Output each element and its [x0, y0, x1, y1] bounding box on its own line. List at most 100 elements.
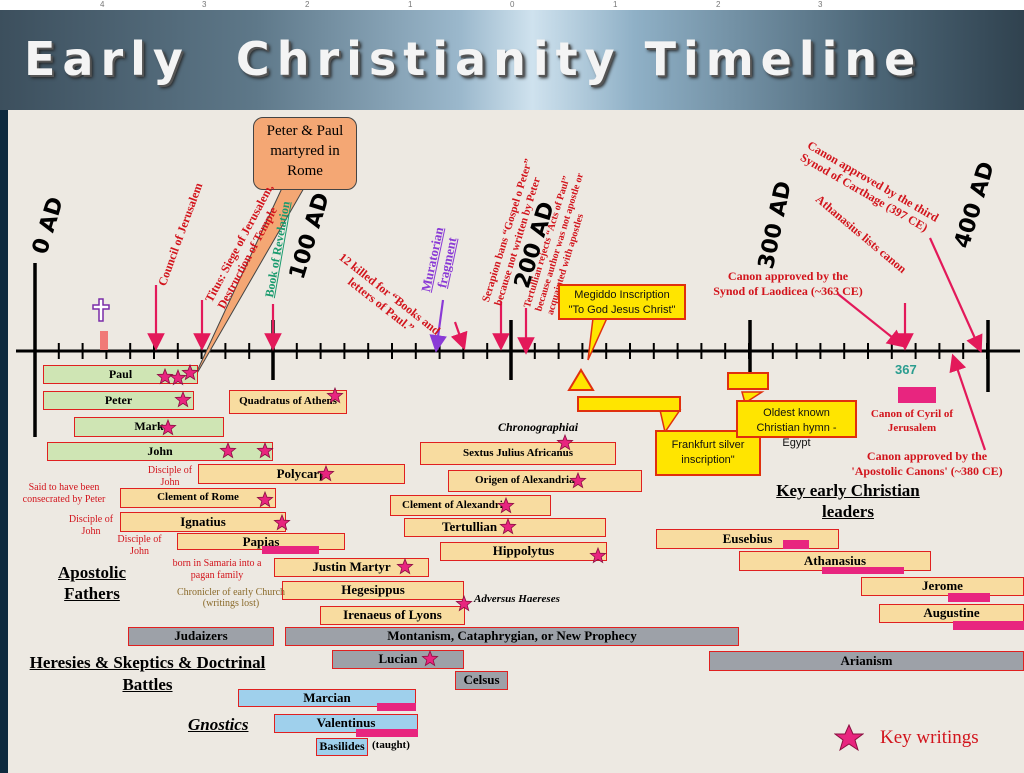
group-gnostics: Gnostics — [188, 715, 249, 734]
note-consecrated: Said to have been consecrated by Peter — [22, 482, 106, 505]
bar-origen-label: Origen of Alexandria — [475, 474, 575, 486]
bar-ignatius-label: Ignatius — [180, 514, 226, 529]
cyril-canon-label: Canon of Cyril of Jerusalem — [870, 408, 954, 434]
bar-clement-alexandria: Clement of Alexandria — [390, 495, 551, 516]
birth-marker — [100, 331, 108, 350]
bar-lucian-label: Lucian — [378, 651, 418, 666]
note-disciple-papias: Disciple of John — [117, 534, 162, 557]
bar-eusebius-label: Eusebius — [722, 531, 773, 546]
ruler-tick: 1 — [408, 0, 413, 9]
apostolic-canons-line1: Canon approved by the — [866, 449, 988, 463]
note-adversus-haereses: Adversus Haereses — [474, 593, 560, 605]
bar-hegesippus: Hegesippus — [282, 581, 464, 600]
bar-valentinus: Valentinus — [274, 714, 418, 733]
bar-jerome-label: Jerome — [922, 578, 963, 593]
bar-papias: Papias — [177, 533, 345, 550]
bar-justin-martyr: Justin Martyr — [274, 558, 429, 577]
bar-tertullian: Tertullian — [404, 518, 606, 537]
jerome-marker — [948, 593, 990, 602]
megiddo-triangle — [567, 368, 595, 391]
bar-basilides: Basilides — [316, 738, 368, 756]
athanasius-marker — [822, 567, 904, 574]
bar-eusebius: Eusebius — [656, 529, 839, 549]
bar-hippolytus-label: Hippolytus — [492, 543, 555, 558]
header-banner: Early Christianity Timeline — [0, 10, 1024, 110]
bar-augustine-label: Augustine — [923, 605, 980, 620]
bar-tertullian-label: Tertullian — [442, 519, 498, 534]
hymn-bar — [727, 372, 769, 390]
bar-arianism: Arianism — [709, 651, 1024, 671]
group-apostolic-fathers: Apostolic Fathers — [58, 563, 126, 603]
note-disciple-polycarp: Disciple of John — [147, 465, 193, 488]
bar-montanism: Montanism, Cataphrygian, or New Prophecy — [285, 627, 739, 646]
papias-marker — [262, 546, 319, 554]
group-key-leaders: Key early Christian leaders — [776, 481, 920, 521]
bar-valentinus-label: Valentinus — [316, 715, 376, 730]
bar-john: John — [47, 442, 273, 461]
bar-papias-label: Papias — [242, 534, 280, 549]
bar-quadratus-label: Quadratus of Athens — [239, 395, 337, 407]
augustine-marker — [953, 621, 1024, 630]
note-chronicler: Chronicler of early Church (writings los… — [176, 587, 286, 609]
bar-marcian-label: Marcian — [303, 690, 351, 705]
bar-polycarp: Polycarp — [198, 464, 405, 484]
bar-hegesippus-label: Hegesippus — [341, 582, 405, 597]
legend-star-icon — [834, 724, 864, 752]
bar-john-label: John — [147, 444, 173, 458]
bar-athanasius-label: Athanasius — [803, 553, 867, 568]
bar-marcian: Marcian — [238, 689, 416, 707]
note-disciple-ignatius: Disciple of John — [68, 514, 114, 537]
bar-peter: Peter — [43, 391, 194, 410]
bar-origen: Origen of Alexandria — [448, 470, 642, 492]
bar-paul-label: Paul — [108, 367, 133, 381]
bar-hippolytus: Hippolytus — [440, 542, 607, 561]
bar-celsus: Celsus — [455, 671, 508, 690]
note-samaria: born in Samaria into a pagan family — [172, 558, 262, 581]
bar-sextus-label: Sextus Julius Africanus — [462, 447, 574, 459]
bar-polycarp-label: Polycarp — [276, 466, 327, 481]
ruler-tick: 2 — [305, 0, 310, 9]
bar-mark-label: Mark — [134, 419, 164, 433]
apostolic-canons-label: Canon approved by the'Apostolic Canons' … — [838, 449, 1016, 479]
bar-sextus-julius-africanus: Sextus Julius Africanus — [420, 442, 616, 465]
valentinus-marker — [356, 729, 418, 737]
year-367-label: 367 — [895, 362, 917, 377]
ruler-tick: 2 — [716, 0, 721, 9]
ruler-tick: 4 — [100, 0, 105, 9]
bar-judaizers: Judaizers — [128, 627, 274, 646]
bar-basilides-label: Basilides — [319, 739, 365, 753]
cyril-marker — [898, 387, 936, 403]
event-laodicea-line1: Canon approved by the — [727, 269, 849, 283]
ruler-tick: 3 — [202, 0, 207, 9]
page-title: Early Christianity Timeline — [24, 32, 923, 86]
frankfurt-bar — [577, 396, 681, 412]
bar-peter-label: Peter — [104, 393, 133, 407]
peter-paul-callout: Peter & Paul martyred in Rome — [253, 117, 357, 190]
bar-irenaeus: Irenaeus of Lyons — [320, 606, 465, 625]
bar-arianism-label: Arianism — [840, 653, 893, 668]
bar-clement-rome: Clement of Rome — [120, 488, 276, 508]
group-heresies-line2: Battles — [122, 675, 173, 694]
marcian-marker — [377, 703, 416, 711]
bar-mark: Mark — [74, 417, 224, 437]
megiddo-line2: "To God Jesus Christ" — [568, 304, 676, 316]
bar-clement-rome-label: Clement of Rome — [157, 491, 239, 503]
ruler-tick: 3 — [818, 0, 823, 9]
bar-judaizers-label: Judaizers — [174, 628, 228, 643]
ruler-tick: 0 — [510, 0, 515, 9]
cross-icon — [92, 298, 110, 322]
group-heresies-line1: Heresies & Skeptics & Doctrinal — [29, 653, 266, 672]
bar-clement-alex-label: Clement of Alexandria — [402, 499, 509, 511]
bar-athanasius: Athanasius — [739, 551, 931, 571]
megiddo-line1: Megiddo Inscription — [574, 289, 670, 301]
bar-ignatius: Ignatius — [120, 512, 286, 532]
megiddo-inscription-box: Megiddo Inscription "To God Jesus Christ" — [558, 284, 686, 320]
bar-irenaeus-label: Irenaeus of Lyons — [343, 607, 442, 622]
bar-paul: Paul — [43, 365, 198, 384]
bar-lucian: Lucian — [332, 650, 464, 669]
bar-celsus-label: Celsus — [463, 672, 500, 687]
apostolic-canons-line2: 'Apostolic Canons' (~380 CE) — [851, 464, 1003, 478]
eusebius-marker — [783, 540, 809, 549]
